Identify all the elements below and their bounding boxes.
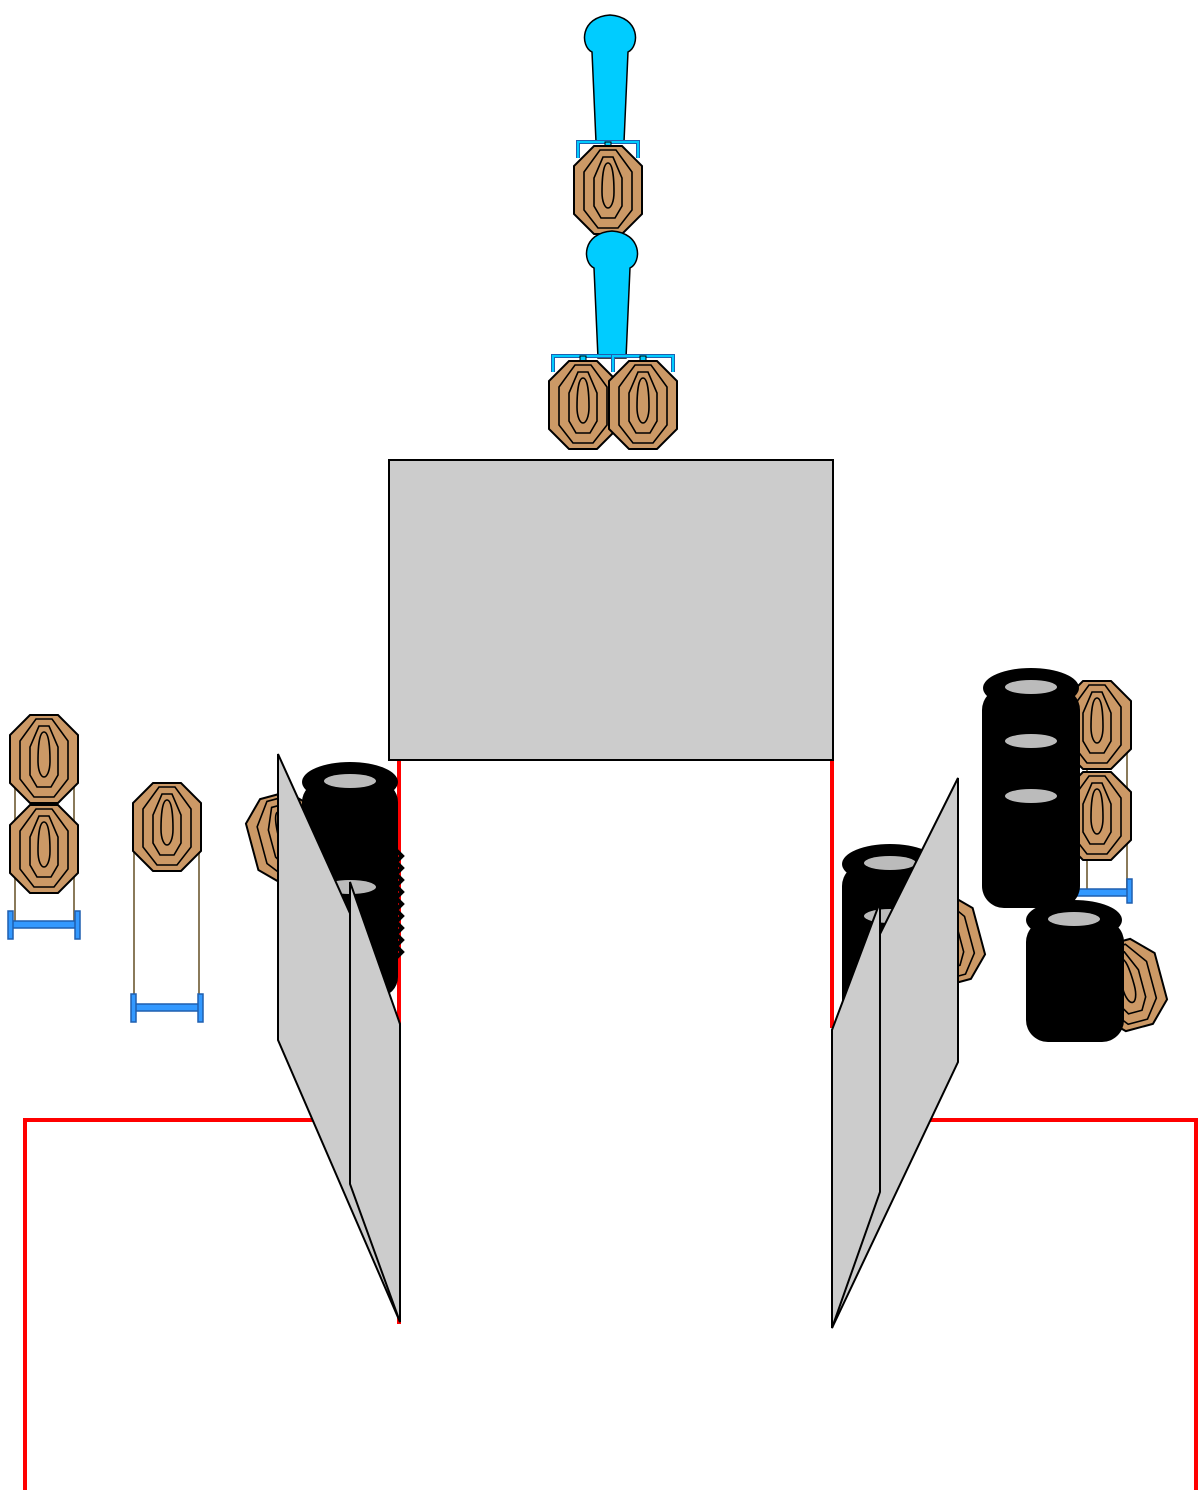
target-icon xyxy=(7,714,81,940)
target-icon xyxy=(1062,680,1133,904)
popper-icon xyxy=(583,14,637,143)
barricade-icon xyxy=(831,777,959,1329)
wall-icon xyxy=(388,459,834,761)
target-icon xyxy=(548,354,618,450)
target-icon xyxy=(573,140,643,235)
target-icon xyxy=(130,782,204,1023)
barricade-icon xyxy=(277,753,401,1323)
target-icon xyxy=(608,354,678,450)
tire-icon xyxy=(982,668,1080,908)
popper-icon xyxy=(585,230,639,359)
tire-icon xyxy=(1026,900,1124,1042)
